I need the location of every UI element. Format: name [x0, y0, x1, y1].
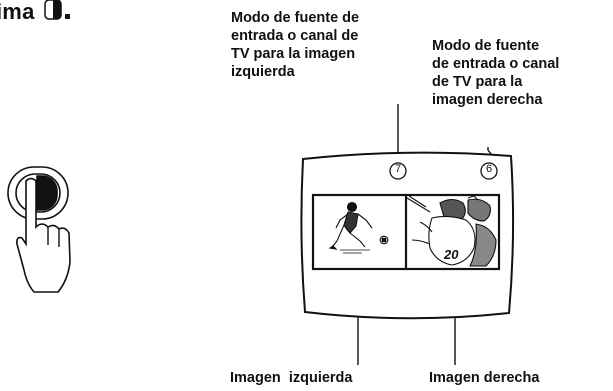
hand-pressing-button-icon [7, 166, 71, 293]
football-players-illustration [406, 195, 497, 267]
badge-left [389, 162, 407, 180]
heading-text: ima [0, 0, 35, 24]
badge-right [480, 162, 498, 180]
callout-right-line: de entrada o canal [432, 56, 560, 72]
soccer-player-illustration [328, 201, 389, 254]
label-right-picture: Imagen derecha [429, 370, 540, 386]
callout-left-line: entrada o canal de [231, 28, 359, 44]
label-left-picture: Imagen izquierda [230, 370, 353, 386]
badge-left-number: 7 [394, 163, 402, 175]
callout-left-line: TV para la imagen [231, 46, 356, 62]
badge-right-number: 6 [485, 163, 493, 175]
section-heading: ima [0, 0, 71, 25]
callout-right-line: de TV para la [432, 74, 523, 90]
button-icon [44, 0, 70, 20]
callout-right-line: Modo de fuente [432, 38, 540, 54]
callout-left-line: izquierda [231, 64, 295, 80]
callout-right-line: imagen derecha [432, 92, 543, 108]
callout-left-input-source: Modo de fuente de entrada o canal de TV … [231, 9, 359, 81]
callout-right-input-source: Modo de fuente de entrada o canal de TV … [432, 37, 559, 109]
player-jersey-number: 20 [444, 247, 459, 262]
callout-left-line: Modo de fuente de [231, 10, 360, 26]
